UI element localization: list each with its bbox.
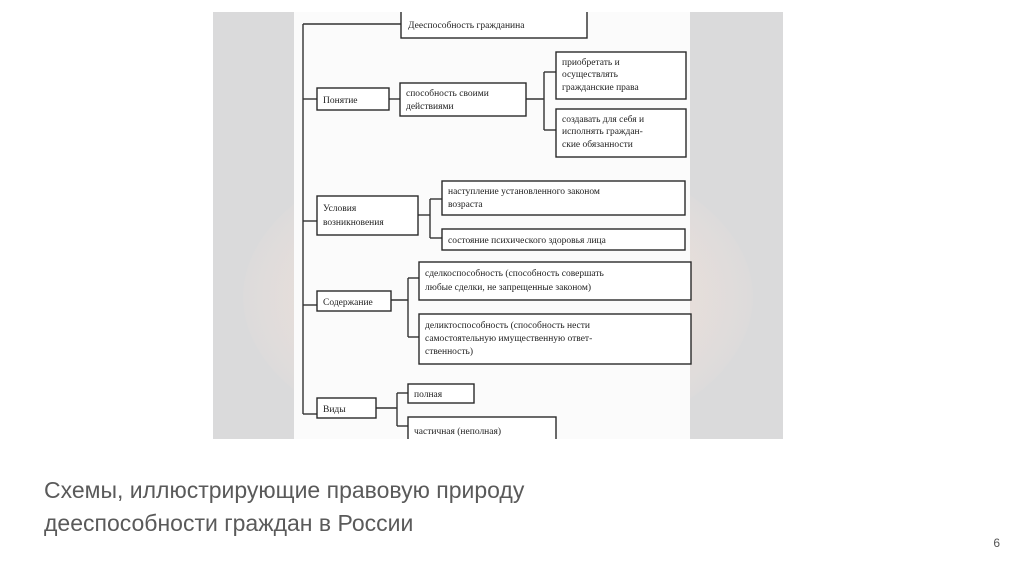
page-number: 6 <box>993 536 1000 550</box>
caption-line-1: Схемы, иллюстрирующие правовую природу <box>44 477 525 503</box>
conditions-item-age-line-2: возраста <box>448 200 483 210</box>
types-label: Виды <box>323 405 346 415</box>
content-box: Содержание <box>316 290 392 312</box>
types-item-partial-line-1: частичная (неполная) <box>414 426 501 437</box>
content-label: Содержание <box>323 298 373 308</box>
concept-item-duties-line-3: ские обязанности <box>562 139 633 150</box>
diagram-title: Дееспособность гражданина <box>408 20 525 31</box>
types-item-partial-box: частичная (неполная) <box>407 416 557 439</box>
content-item-tort-line-1: деликтоспособность (способность нести <box>425 320 590 331</box>
concept-middle-line-2: действиями <box>406 101 454 112</box>
conditions-item-health-line-1: состояние психического здоровья лица <box>448 236 607 246</box>
conditions-item-age-line-1: наступление установленного законом <box>448 187 600 197</box>
concept-item-duties-line-2: исполнять граждан- <box>562 127 643 137</box>
concept-middle-box: способность своими действиями <box>399 82 527 117</box>
capacity-diagram: Дееспособность гражданина Понятие способ… <box>302 12 692 439</box>
types-item-full-line-1: полная <box>414 390 443 400</box>
types-box: Виды <box>316 397 377 419</box>
content-item-transactions-line-1: сделкоспособность (способность совершать <box>425 268 605 279</box>
concept-item-duties-box: создавать для себя и исполнять граждан- … <box>555 108 687 158</box>
conditions-item-health-box: состояние психического здоровья лица <box>441 228 686 251</box>
diagram-title-box: Дееспособность гражданина <box>400 12 588 39</box>
concept-box: Понятие <box>316 87 390 111</box>
types-item-full-box: полная <box>407 383 475 404</box>
diagram-figure: Дееспособность гражданина Понятие способ… <box>213 12 783 439</box>
slide-caption: Схемы, иллюстрирующие правовую природу д… <box>44 474 524 540</box>
concept-middle-line-1: способность своими <box>406 88 489 99</box>
content-item-tort-line-2: самостоятельную имущественную ответ- <box>425 334 592 344</box>
diagram-connectors <box>302 23 556 427</box>
concept-item-rights-line-1: приобретать и <box>562 57 620 68</box>
conditions-label-line-2: возникновения <box>323 218 384 228</box>
content-item-transactions-box: сделкоспособность (способность совершать… <box>418 261 692 301</box>
conditions-item-age-box: наступление установленного законом возра… <box>441 180 686 216</box>
concept-item-rights-line-3: гражданские права <box>562 83 639 93</box>
concept-label: Понятие <box>323 96 358 106</box>
concept-item-duties-line-1: создавать для себя и <box>562 114 644 125</box>
content-item-tort-box: деликтоспособность (способность нести са… <box>418 313 692 365</box>
concept-item-rights-box: приобретать и осуществлять гражданские п… <box>555 51 687 100</box>
content-item-tort-line-3: ственность) <box>425 346 473 357</box>
conditions-box: Условия возникновения <box>316 195 419 236</box>
content-item-transactions-line-2: любые сделки, не запрещенные законом) <box>425 282 591 293</box>
conditions-label-line-1: Условия <box>323 204 357 214</box>
caption-line-2: дееспособности граждан в России <box>44 510 414 536</box>
concept-item-rights-line-2: осуществлять <box>562 70 619 80</box>
